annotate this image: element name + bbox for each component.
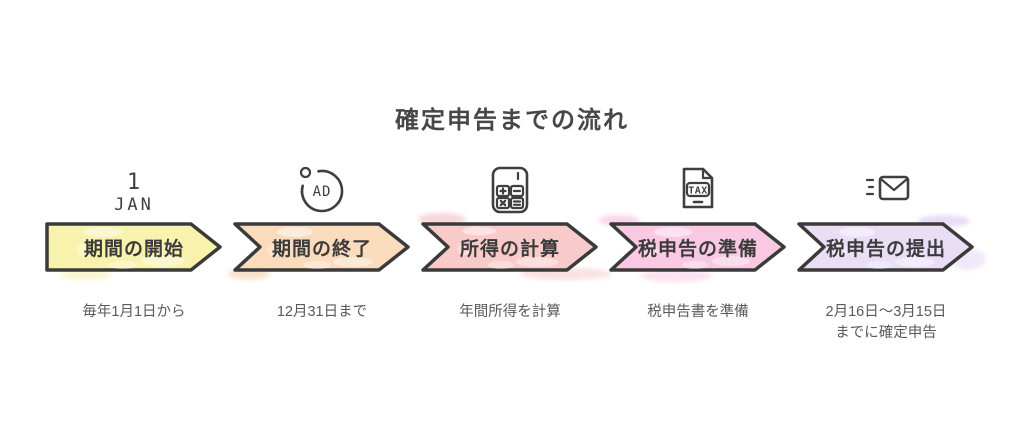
step-label: 税申告の提出	[825, 238, 946, 260]
step-subtitle: 毎年1月1日から	[82, 304, 186, 320]
decorative-smudge	[598, 215, 640, 226]
decorative-smudge	[60, 270, 112, 280]
page-title: 確定申告までの流れ	[395, 107, 629, 134]
decorative-smudge	[418, 213, 466, 225]
tax-stamp-text: TAX	[688, 186, 708, 197]
step-tax-filing-submission: 税申告の提出 2月16日〜3月15日 までに確定申告	[797, 160, 975, 350]
step-label: 期間の終了	[271, 238, 372, 260]
step-label: 税申告の準備	[637, 238, 758, 260]
arrow-shape-income-calculation	[421, 222, 598, 272]
step-subtitle: 税申告書を準備	[647, 304, 749, 320]
calendar-month-text: JAN	[114, 195, 154, 215]
step-income-calculation: 所得の計算 年間所得を計算	[421, 160, 599, 350]
calendar-day-text: 1	[126, 170, 142, 195]
mail-send-icon	[797, 160, 975, 218]
step-period-start: 1 JAN 期間の開始 毎年1月1日から	[45, 160, 223, 350]
step-subtitle: 2月16日〜3月15日 までに確定申告	[825, 304, 947, 342]
arrow-shape-tax-filing-submission	[797, 222, 974, 272]
step-label: 期間の開始	[83, 238, 184, 260]
arrow-shape-tax-filing-preparation	[609, 222, 786, 272]
calculator-icon	[421, 160, 599, 218]
step-label: 所得の計算	[459, 238, 560, 260]
arrow-shape-period-start	[45, 222, 222, 272]
calendar-jan-1-icon: 1 JAN	[45, 160, 223, 218]
arrow-shape-period-end	[233, 222, 410, 272]
step-subtitle: 年間所得を計算	[459, 304, 561, 320]
step-tax-filing-preparation: TAX 税申告の準備 税申告書を準備	[609, 160, 787, 350]
deadline-clock-icon: AD	[233, 160, 411, 218]
step-period-end: AD 期間の終了 12月31日まで	[233, 160, 411, 350]
step-subtitle: 12月31日まで	[276, 304, 368, 320]
decorative-smudge	[640, 270, 712, 282]
tax-document-icon: TAX	[609, 160, 787, 218]
clock-ad-text: AD	[313, 184, 332, 200]
